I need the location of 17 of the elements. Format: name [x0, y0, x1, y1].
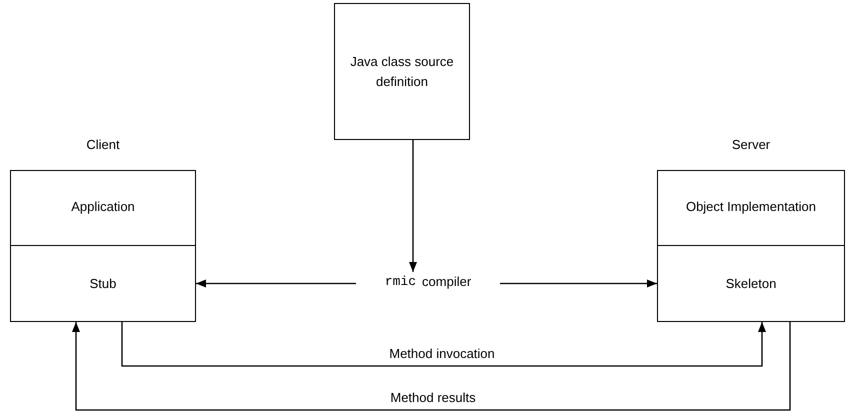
- node-label: compiler: [422, 273, 472, 292]
- arrow: [196, 280, 356, 288]
- edge-label: Method results: [390, 389, 476, 407]
- arrow: [121, 322, 766, 367]
- node-heading: Client: [85, 136, 121, 154]
- arrow: [500, 280, 657, 288]
- node-label: Application: [71, 198, 135, 216]
- node-label: Java class source definition: [349, 52, 455, 90]
- command-name: rmic: [384, 273, 416, 292]
- arrow: [72, 322, 791, 411]
- edge-label: Method invocation: [389, 345, 495, 363]
- process-box: [334, 3, 470, 140]
- node-heading: Server: [730, 136, 772, 154]
- node-label: Object Implementation: [686, 198, 816, 216]
- node-label: Stub: [90, 274, 116, 292]
- node-label: Skeleton: [726, 274, 776, 292]
- arrow: [409, 140, 417, 272]
